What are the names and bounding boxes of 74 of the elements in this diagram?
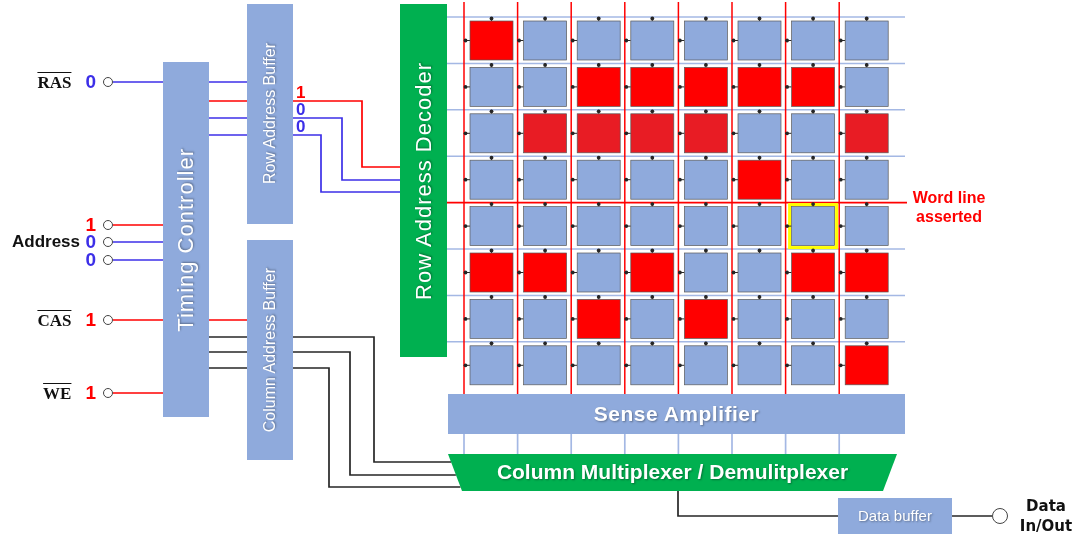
signal-name: CAS [37,310,72,330]
signal-line [208,367,248,369]
annotation-text: Word line asserted [907,188,991,226]
signal-line [112,224,164,226]
decoder-block [400,4,447,357]
bit-line [516,1,519,395]
bit-line [570,1,572,395]
signal-line [292,336,452,463]
word-line [446,155,906,157]
signal-line [208,319,248,321]
bit-line [677,1,680,395]
block-label: Row Address Decoder [410,61,437,300]
bit-line [463,433,465,455]
logic-value: 0 [296,120,306,134]
signal-line [292,117,401,181]
signal-line [208,134,248,136]
bit-line [838,433,841,455]
signal-line [292,134,401,193]
word-line [446,62,906,65]
bit-line [624,1,626,395]
word-line [446,294,906,297]
buffer-block [247,4,293,224]
bit-line [784,433,787,455]
signal-name: Address [11,232,80,252]
block-label: Timing Controller [173,147,199,332]
word-line [446,16,906,18]
logic-value: 0 [85,74,96,90]
signal-line [208,100,248,102]
signal-line [112,319,164,321]
signal-line [208,336,248,338]
logic-value: 0 [85,234,96,250]
logic-value: 1 [85,312,96,328]
bit-line [731,433,733,455]
controller-block [163,62,209,417]
bit-line [570,433,573,455]
logic-value: 1 [85,217,96,233]
data-line [951,515,993,517]
block-label: Data buffer [858,507,932,525]
signal-line [112,259,164,261]
signal-name: RAS [37,72,72,92]
word-line [446,201,908,204]
logic-value: 1 [85,385,96,401]
bit-line [731,1,733,395]
data-line [677,490,839,517]
signal-line [208,81,248,83]
block-label: Column Multiplexer / Demulitplexer [496,460,849,485]
buffer-block [247,240,293,460]
block-label: Column Address Buffer [260,267,279,433]
bit-line [516,433,519,455]
signal-line [112,392,164,394]
word-line [446,109,906,111]
signal-line [112,81,164,83]
logic-value: 0 [296,103,306,117]
block-label: Sense Amplifier [593,401,760,427]
terminal-label: Data In/Out [1018,496,1074,536]
word-line [446,341,906,343]
word-line [446,248,906,250]
bit-line [463,1,465,395]
logic-value: 1 [296,86,306,100]
signal-name: WE [43,383,72,403]
block-label: Row Address Buffer [260,43,279,185]
signal-line [292,100,401,168]
signal-line [112,241,164,243]
buffer-block [838,498,952,534]
signal-line [292,351,457,476]
logic-value: 0 [85,252,96,268]
bit-line [784,1,787,395]
signal-line [208,351,248,353]
bit-line [677,433,680,455]
signal-line [208,117,248,119]
bit-line [838,1,840,395]
signal-line [292,367,462,488]
amplifier-block [448,394,905,434]
bit-line [623,433,626,455]
